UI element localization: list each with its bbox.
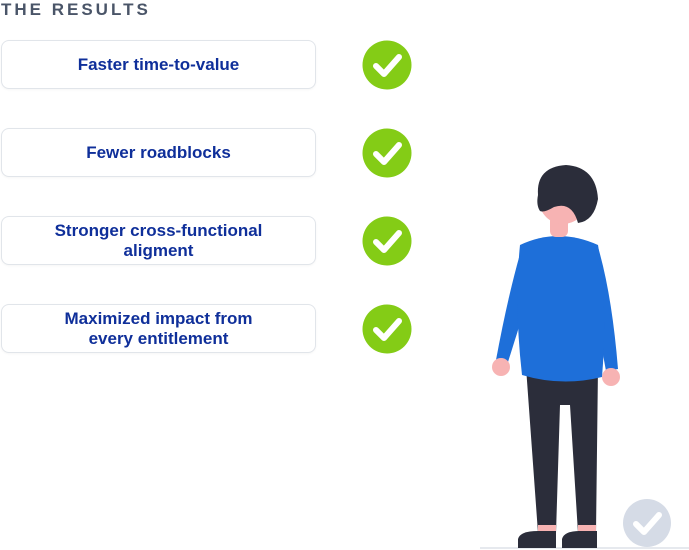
left-sock (538, 525, 556, 531)
check-icon (362, 304, 412, 354)
result-label: Maximized impact from every entitlement (64, 308, 253, 348)
check-icon (362, 128, 412, 178)
right-sock (578, 525, 596, 531)
person-illustration (480, 165, 689, 549)
right-shoe (562, 531, 597, 548)
hair (537, 165, 598, 223)
result-label: Faster time-to-value (77, 54, 240, 74)
pants (526, 367, 598, 533)
result-card: Maximized impact from every entitlement (1, 304, 316, 353)
right-hand (602, 368, 620, 386)
check-icon (362, 216, 412, 266)
left-shoe (518, 531, 556, 548)
shirt (517, 236, 605, 382)
result-card: Stronger cross-functional aligment (1, 216, 316, 265)
result-card: Faster time-to-value (1, 40, 316, 89)
result-label: Stronger cross-functional aligment (54, 220, 263, 260)
faded-check-icon (623, 499, 671, 547)
result-label: Fewer roadblocks (86, 142, 231, 162)
result-card: Fewer roadblocks (1, 128, 316, 177)
section-heading: THE RESULTS (1, 0, 151, 19)
check-icon (362, 40, 412, 90)
left-hand (492, 358, 510, 376)
